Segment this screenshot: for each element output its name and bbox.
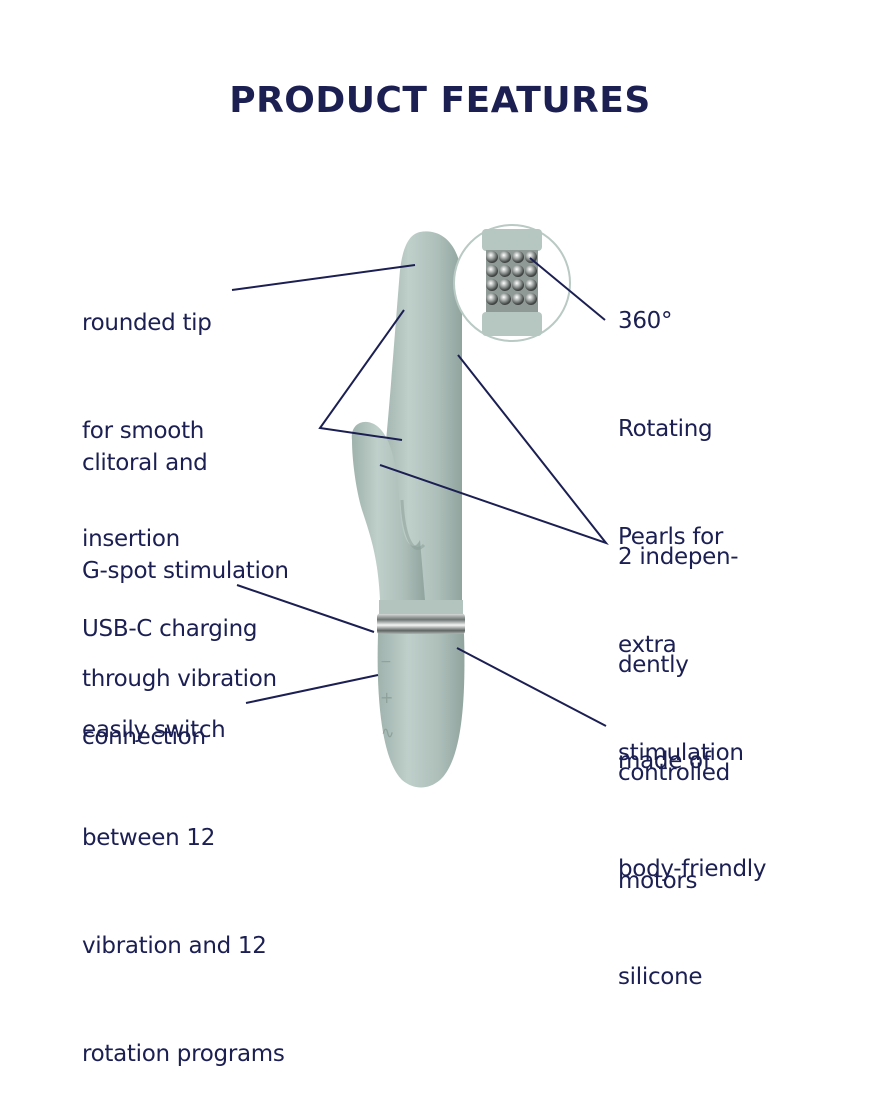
feature-rounded-tip: rounded tip for smooth insertion [82, 310, 212, 552]
main-shaft [380, 231, 462, 600]
rotating-pearls-inset [453, 224, 571, 342]
feature-rotating-pearls: 360° Rotating Pearls for extra stimulati… [618, 308, 744, 766]
minus-button-icon: − [380, 654, 392, 670]
clitoral-arm [351, 421, 426, 600]
feature-clitoral-gspot: clitoral and G-spot stimulation through … [82, 450, 289, 692]
product-illustration [231, 224, 609, 788]
handle [377, 634, 465, 788]
metal-ring [377, 613, 465, 635]
feature-usb-c: USB-C charging connection [82, 616, 258, 750]
mode-button-icon: ∿ [381, 723, 395, 742]
feature-silicone: made of body-friendly silicone [618, 748, 767, 990]
feature-programs: easily switch between 12 vibration and 1… [82, 717, 285, 1067]
plus-button-icon: + [380, 688, 394, 707]
page-title: PRODUCT FEATURES [229, 80, 651, 121]
leader-lines [231, 257, 609, 727]
